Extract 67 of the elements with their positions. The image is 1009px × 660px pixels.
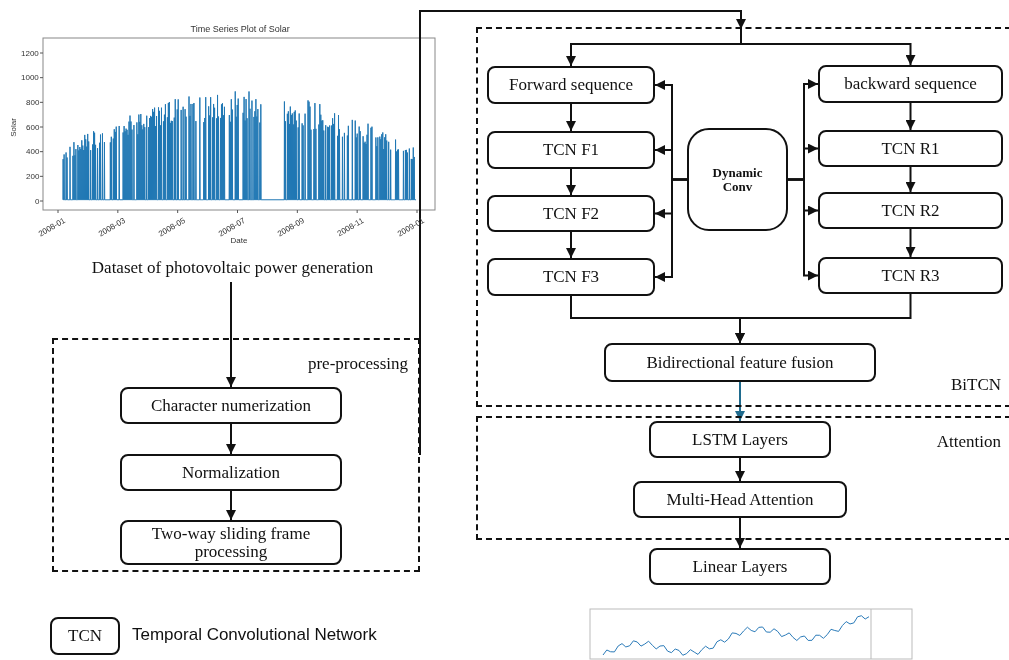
group-title: BiTCN [950,375,1001,395]
process-box [487,66,655,104]
arrow [787,178,819,281]
process-box [633,481,847,518]
arrow [566,103,576,132]
value-tick-label: 0 [35,196,40,206]
axis-label: Date [230,236,248,245]
dashed-group-frame [476,416,1009,540]
arrow [735,457,745,482]
step-label: Character numerization [151,396,311,415]
group-title: Attention [936,432,1001,452]
step-label: TCN R2 [881,201,940,220]
step-label: LSTM Layers [692,430,788,449]
arrow [566,231,576,259]
arrow [226,490,236,521]
step-label: TCN R1 [881,139,940,158]
step-label: TCN R3 [881,266,940,285]
process-box [818,257,1003,294]
arrow [905,102,916,131]
arrow [735,293,912,344]
process-box [818,192,1003,229]
legend-description: Temporal Convolutional Network [132,625,377,645]
process-box [604,343,876,382]
process-box [487,195,655,232]
arrow [226,423,236,455]
step-label: Multi-Head Attention [666,490,814,509]
process-box [487,258,655,296]
arrow [735,381,745,422]
dashed-group-frame [476,27,1009,407]
arrow [735,517,745,549]
value-tick-label: 600 [26,122,40,132]
arrow [226,281,236,388]
value-tick-label: 200 [26,171,40,181]
step-label: Bidirectional feature fusion [646,353,834,372]
process-box [50,617,120,655]
step-label: backward sequence [844,75,977,93]
process-box [818,65,1003,103]
arrow [654,178,688,282]
dataset-caption: Dataset of photovoltaic power generation [60,258,405,282]
value-tick-label: 1200 [21,48,39,58]
value-tick-label: 400 [26,147,40,157]
step-label: Forward sequence [508,76,634,94]
step-label: Dynamic Conv [711,165,764,194]
group-title: pre-processing [307,354,408,374]
value-tick-label: 800 [26,97,40,107]
step-label: Two-way sliding frame processing [150,524,312,561]
dashed-group-frame [52,338,420,572]
step-label: TCN [68,627,102,645]
step-label: TCN F2 [542,204,600,223]
step-label: Linear Layers [692,557,788,576]
process-box [120,387,342,424]
step-label: Normalization [181,463,281,482]
axis-label: Solar [8,117,18,137]
chart-title: Time Series Plot of Solar [190,24,290,34]
process-box [649,421,831,458]
process-box [120,454,342,491]
process-box [487,131,655,169]
process-box [120,520,342,565]
step-label: TCN F1 [542,141,600,159]
process-box [818,130,1003,167]
arrow [566,168,576,196]
value-tick-label: 1000 [21,73,39,83]
arrow [905,166,916,193]
step-label: TCN F3 [542,268,600,286]
rounded-process-box [687,128,788,231]
arrow [905,228,916,258]
process-box [649,548,831,585]
